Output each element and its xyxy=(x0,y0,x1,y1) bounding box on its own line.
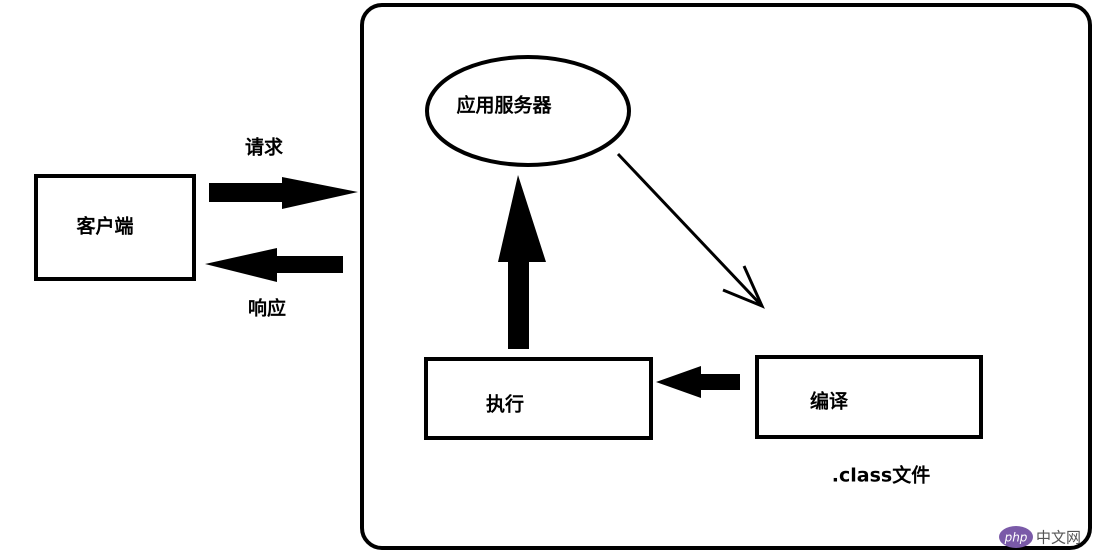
client-label: 客户端 xyxy=(76,215,133,238)
response-label: 响应 xyxy=(248,297,286,320)
class-file-label: .class文件 xyxy=(832,464,930,487)
compile-arrow-head xyxy=(722,265,765,309)
watermark-logo-text: php xyxy=(1004,531,1028,545)
execute-label: 执行 xyxy=(486,393,524,416)
watermark-site-text: 中文网 xyxy=(1036,529,1081,547)
compile-arrow-shaft xyxy=(616,152,764,308)
php-logo-icon xyxy=(999,526,1033,548)
compile-label: 编译 xyxy=(810,390,849,413)
response-arrow xyxy=(205,248,343,282)
server-container xyxy=(360,3,1092,550)
request-label: 请求 xyxy=(245,136,284,159)
client-box xyxy=(34,174,196,281)
compile-to-execute-arrow xyxy=(656,366,740,398)
app-server-label: 应用服务器 xyxy=(456,94,552,117)
watermark: php 中文网 xyxy=(999,526,1081,548)
compile-box xyxy=(755,355,983,439)
request-arrow xyxy=(209,177,358,209)
execute-to-server-arrow xyxy=(498,175,546,349)
execute-box xyxy=(424,357,653,440)
app-server-ellipse xyxy=(425,55,631,167)
